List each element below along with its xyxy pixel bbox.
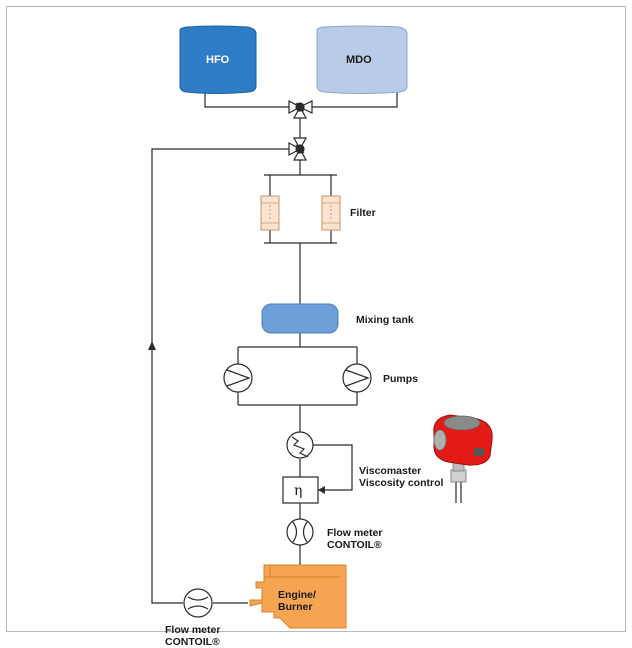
pump-left-icon [223,363,253,393]
hfo-tank [179,25,257,94]
engine-label: Engine/ [278,589,316,601]
filter-right-icon [321,195,341,231]
burner-label: Burner [278,601,313,613]
return-valve-icon [288,137,308,161]
flow-meter-top-label: Flow meter [327,527,383,539]
viscomaster-label: Viscomaster [359,465,422,477]
mdo-label: MDO [346,54,372,66]
hfo-label: HFO [206,54,230,66]
viscosity-feedback-arrow-icon [318,486,325,494]
filter-label: Filter [350,207,376,219]
viscosity-sensor-box [282,476,319,504]
mixing-tank [261,303,339,334]
heater-icon [286,431,314,459]
engine-burner-icon [249,564,347,629]
flow-meter-bottom-icon [183,588,213,618]
mdo-tank [316,25,408,94]
viscosity-control-label: Viscosity control [359,477,444,489]
mixing-tank-label: Mixing tank [356,314,414,326]
filter-left-icon [260,195,280,231]
diagram-frame [6,6,626,632]
flow-meter-bottom-model: CONTOIL® [165,636,220,648]
three-way-valve-icon [288,99,313,119]
flow-meter-bottom-label: Flow meter [165,624,221,636]
viscosity-symbol: η [294,483,303,499]
return-flow-arrow-icon [148,341,156,350]
pumps-label: Pumps [383,373,419,385]
flow-meter-top-icon [286,518,314,546]
pump-right-icon [342,363,372,393]
viscomaster-device-icon [433,414,493,503]
flow-meter-top-model: CONTOIL® [327,539,382,551]
pipework [151,90,398,604]
